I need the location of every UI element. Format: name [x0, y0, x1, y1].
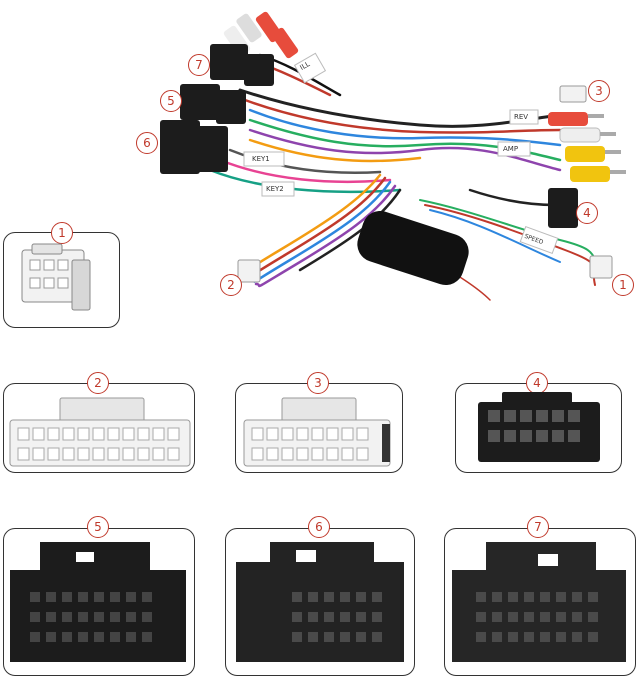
wire-label-rev: REV: [514, 113, 529, 121]
wire-label-key1: KEY1: [252, 155, 270, 163]
connector-1-panel: [3, 232, 120, 328]
callout-1-harness: 1: [612, 274, 634, 296]
wire-harness-photo: [160, 11, 626, 301]
callout-7-harness: 7: [188, 54, 210, 76]
callout-6-box: 6: [308, 516, 330, 538]
connector-6-panel: [225, 528, 415, 676]
connector-4-panel: [455, 383, 622, 473]
callout-1-box: 1: [51, 222, 73, 244]
connector-3-panel: [235, 383, 403, 473]
wire-label-amp: AMP: [503, 145, 519, 153]
callout-6-harness: 6: [136, 132, 158, 154]
connector-5-panel: [3, 528, 195, 676]
connector-2-panel: [3, 383, 195, 473]
wire-label-key2: KEY2: [266, 185, 284, 193]
callout-2-harness: 2: [220, 274, 242, 296]
callout-7-box: 7: [527, 516, 549, 538]
callout-4-box: 4: [526, 372, 548, 394]
callout-5-box: 5: [87, 516, 109, 538]
callout-3-box: 3: [307, 372, 329, 394]
callout-3-harness: 3: [588, 80, 610, 102]
connector-7-panel: [444, 528, 636, 676]
callout-4-harness: 4: [576, 202, 598, 224]
callout-5-harness: 5: [160, 90, 182, 112]
callout-2-box: 2: [87, 372, 109, 394]
